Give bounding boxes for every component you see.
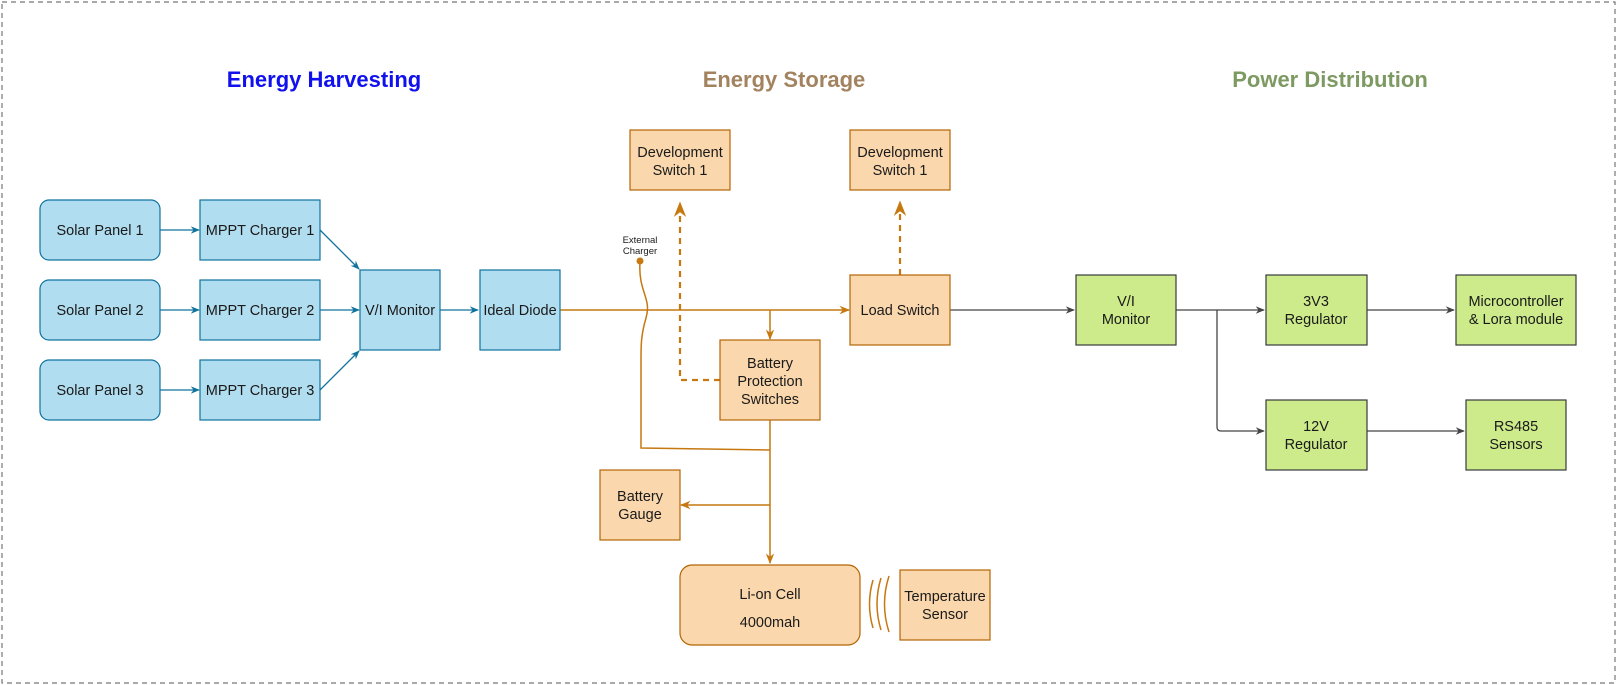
battery-protection-line1: Battery xyxy=(747,356,794,372)
mppt-charger-2: MPPT Charger 2 xyxy=(199,279,321,341)
vi-monitor-distribution-line1: V/I xyxy=(1117,294,1135,310)
vi-monitor-distribution: V/I Monitor xyxy=(1075,274,1177,346)
connector-charger3-vimonitor xyxy=(319,350,360,391)
mppt-charger-3: MPPT Charger 3 xyxy=(199,359,321,421)
section-title-distribution: Power Distribution xyxy=(1232,67,1428,92)
development-switch-b: Development Switch 1 xyxy=(849,129,951,191)
mppt-charger-2-label: MPPT Charger 2 xyxy=(206,303,315,319)
battery-protection-line2: Protection xyxy=(737,374,802,390)
regulator-3v3-line1: 3V3 xyxy=(1303,294,1329,310)
temperature-sensor-line1: Temperature xyxy=(904,589,985,605)
regulator-12v: 12V Regulator xyxy=(1265,399,1368,471)
sensor-wave-1 xyxy=(868,579,874,629)
regulator-12v-line2: Regulator xyxy=(1285,437,1348,453)
connector-vimonitor-12v xyxy=(1216,310,1265,435)
microcontroller-line2: & Lora module xyxy=(1469,312,1563,328)
solar-panel-3-label: Solar Panel 3 xyxy=(56,383,143,399)
li-on-cell: Li-on Cell 4000mah xyxy=(679,564,861,646)
battery-gauge-line1: Battery xyxy=(617,489,664,505)
development-switch-a-line1: Development xyxy=(637,145,722,161)
solar-panel-2-label: Solar Panel 2 xyxy=(56,303,143,319)
ideal-diode: Ideal Diode xyxy=(479,269,561,351)
regulator-3v3-line2: Regulator xyxy=(1285,312,1348,328)
external-charger-label-line2: Charger xyxy=(623,246,657,257)
external-charger-wire xyxy=(639,261,771,451)
connector-charger1-vimonitor xyxy=(319,229,360,270)
load-switch: Load Switch xyxy=(849,274,951,346)
battery-protection-switches: Battery Protection Switches xyxy=(719,339,821,421)
vi-monitor-distribution-line2: Monitor xyxy=(1102,312,1151,328)
development-switch-a: Development Switch 1 xyxy=(629,129,731,191)
section-title-harvesting: Energy Harvesting xyxy=(227,67,421,92)
mppt-charger-1-label: MPPT Charger 1 xyxy=(206,223,315,239)
solar-panel-1: Solar Panel 1 xyxy=(39,199,161,261)
ideal-diode-label: Ideal Diode xyxy=(483,303,556,319)
external-charger-label-line1: External xyxy=(623,235,658,246)
li-on-cell-line1: Li-on Cell xyxy=(739,587,800,603)
development-switch-b-line1: Development xyxy=(857,145,942,161)
battery-gauge: Battery Gauge xyxy=(599,469,681,541)
load-switch-label: Load Switch xyxy=(861,303,940,319)
development-switch-b-line2: Switch 1 xyxy=(873,163,928,179)
sensor-wave-2 xyxy=(876,577,882,631)
temperature-sensor-line2: Sensor xyxy=(922,607,968,623)
external-charger-terminal xyxy=(636,257,644,265)
li-on-cell-line2: 4000mah xyxy=(740,615,800,631)
rs485-sensors-line2: Sensors xyxy=(1489,437,1542,453)
vi-monitor-harvesting: V/I Monitor xyxy=(359,269,441,351)
battery-gauge-line2: Gauge xyxy=(618,507,662,523)
microcontroller-lora-module: Microcontroller & Lora module xyxy=(1455,274,1577,346)
rs485-sensors-line1: RS485 xyxy=(1494,419,1538,435)
section-title-storage: Energy Storage xyxy=(703,67,866,92)
microcontroller-line1: Microcontroller xyxy=(1468,294,1563,310)
dashed-protection-devswitch xyxy=(673,201,720,382)
mppt-charger-3-label: MPPT Charger 3 xyxy=(206,383,315,399)
development-switch-a-line2: Switch 1 xyxy=(653,163,708,179)
battery-protection-line3: Switches xyxy=(741,392,799,408)
solar-panel-3: Solar Panel 3 xyxy=(39,359,161,421)
sensor-wave-3 xyxy=(883,575,890,633)
temperature-sensor: Temperature Sensor xyxy=(899,569,991,641)
vi-monitor-harvesting-label: V/I Monitor xyxy=(365,303,435,319)
solar-panel-2: Solar Panel 2 xyxy=(39,279,161,341)
regulator-3v3: 3V3 Regulator xyxy=(1265,274,1368,346)
solar-panel-1-label: Solar Panel 1 xyxy=(56,223,143,239)
mppt-charger-1: MPPT Charger 1 xyxy=(199,199,321,261)
regulator-12v-line1: 12V xyxy=(1303,419,1329,435)
rs485-sensors: RS485 Sensors xyxy=(1465,399,1567,471)
